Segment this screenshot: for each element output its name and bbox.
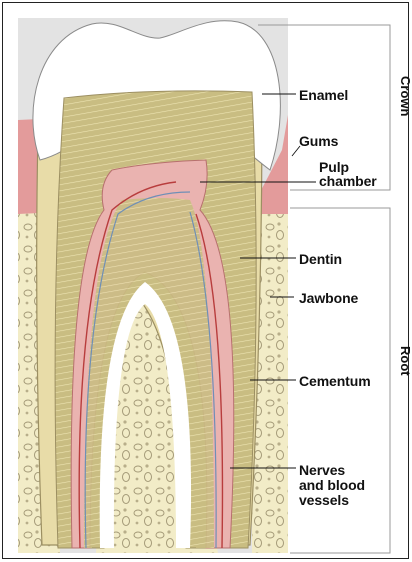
label-gums: Gums xyxy=(299,134,338,148)
label-pulp-chamber-line1: Pulp xyxy=(319,160,349,174)
label-pulp-chamber-line2: chamber xyxy=(319,174,377,188)
label-nerves-line3: vessels xyxy=(299,493,349,507)
section-label-crown: Crown xyxy=(398,76,412,116)
label-nerves-line2: and blood xyxy=(299,478,365,492)
section-label-root: Root xyxy=(398,346,412,376)
label-nerves-line1: Nerves xyxy=(299,463,345,477)
label-jawbone: Jawbone xyxy=(299,291,358,305)
label-dentin: Dentin xyxy=(299,252,342,266)
label-enamel: Enamel xyxy=(299,88,348,102)
label-cementum: Cementum xyxy=(299,374,371,388)
